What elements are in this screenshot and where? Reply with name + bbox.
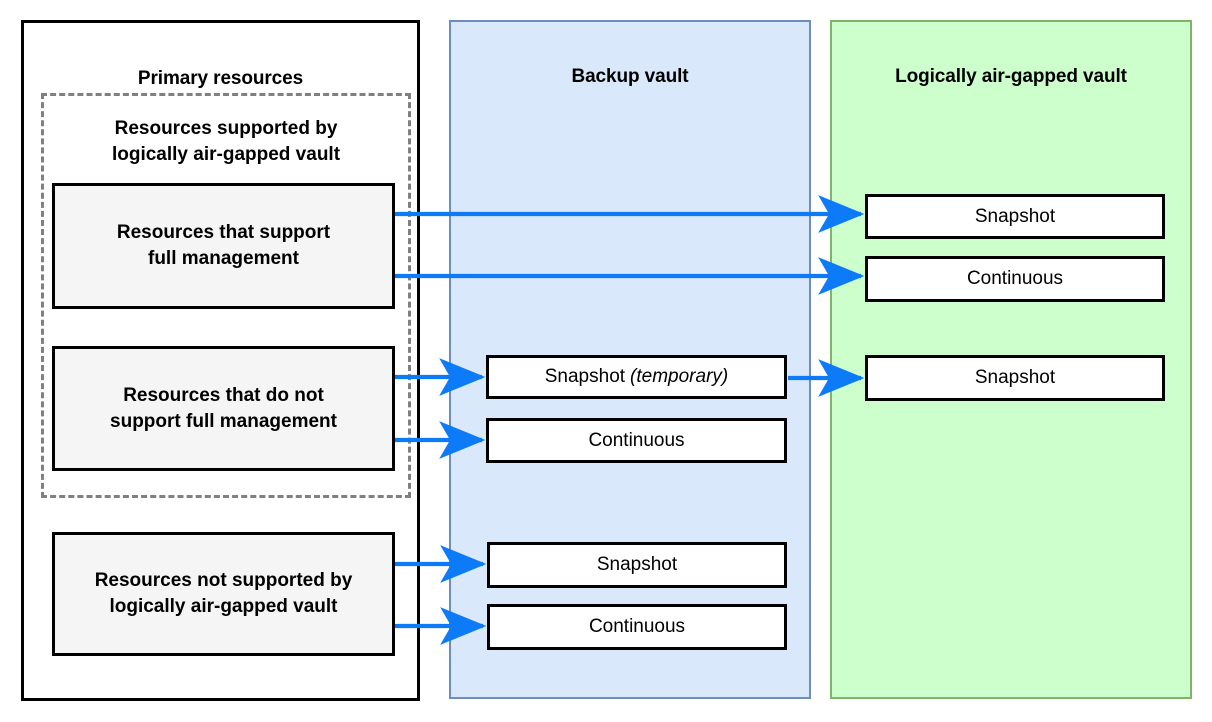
resource-box-full-management[interactable]: Resources that support full management — [52, 183, 395, 309]
backup-vault-snapshot-temporary-label: Snapshot — [544, 366, 626, 387]
column-title-primary-resources: Primary resources — [137, 68, 304, 89]
resource-box-no-full-management-line-2: support full management — [110, 410, 337, 432]
column-title-backup-vault: Backup vault — [571, 66, 689, 87]
dashed-group-title-line-1: Resources supported by — [114, 118, 338, 139]
backup-vault-snapshot-bottom-label: Snapshot — [596, 554, 678, 575]
resource-box-full-management-line-1: Resources that support — [116, 222, 331, 243]
column-title-logically-air-gapped-vault: Logically air-gapped vault — [895, 66, 1127, 87]
backup-vault-continuous-top-label: Continuous — [588, 429, 685, 451]
lag-vault-snapshot-direct-box[interactable]: Snapshot — [865, 194, 1165, 239]
lag-vault-snapshot-direct-label: Snapshot — [974, 205, 1056, 227]
dashed-group-supported-resources: Resources supported by logically air-gap… — [41, 93, 411, 498]
resource-box-no-full-management-line-1: Resources that do not — [123, 384, 324, 406]
dashed-group-title: Resources supported by logically air-gap… — [44, 116, 408, 168]
backup-vault-snapshot-temporary-box[interactable]: Snapshot(temporary) — [486, 355, 787, 399]
resource-box-full-management-line-2: full management — [148, 248, 299, 269]
backup-vault-snapshot-bottom-box[interactable]: Snapshot — [487, 542, 787, 588]
lag-vault-continuous-direct-box[interactable]: Continuous — [865, 256, 1165, 302]
dashed-group-title-line-2: logically air-gapped vault — [111, 144, 341, 165]
backup-vault-continuous-bottom-label: Continuous — [588, 616, 686, 637]
resource-box-not-supported-line-1: Resources not supported by — [94, 570, 353, 591]
resource-box-not-supported[interactable]: Resources not supported by logically air… — [52, 532, 395, 656]
backup-vault-continuous-top-box[interactable]: Continuous — [486, 418, 787, 463]
resource-box-no-full-management[interactable]: Resources that do not support full manag… — [52, 346, 395, 471]
lag-vault-snapshot-copied-box[interactable]: Snapshot — [865, 355, 1165, 401]
backup-vault-snapshot-temporary-qualifier: (temporary) — [630, 366, 729, 387]
lag-vault-continuous-direct-label: Continuous — [966, 268, 1064, 289]
resource-box-not-supported-line-2: logically air-gapped vault — [109, 596, 338, 617]
backup-vault-continuous-bottom-box[interactable]: Continuous — [487, 604, 787, 650]
lag-vault-snapshot-copied-label: Snapshot — [974, 367, 1056, 388]
